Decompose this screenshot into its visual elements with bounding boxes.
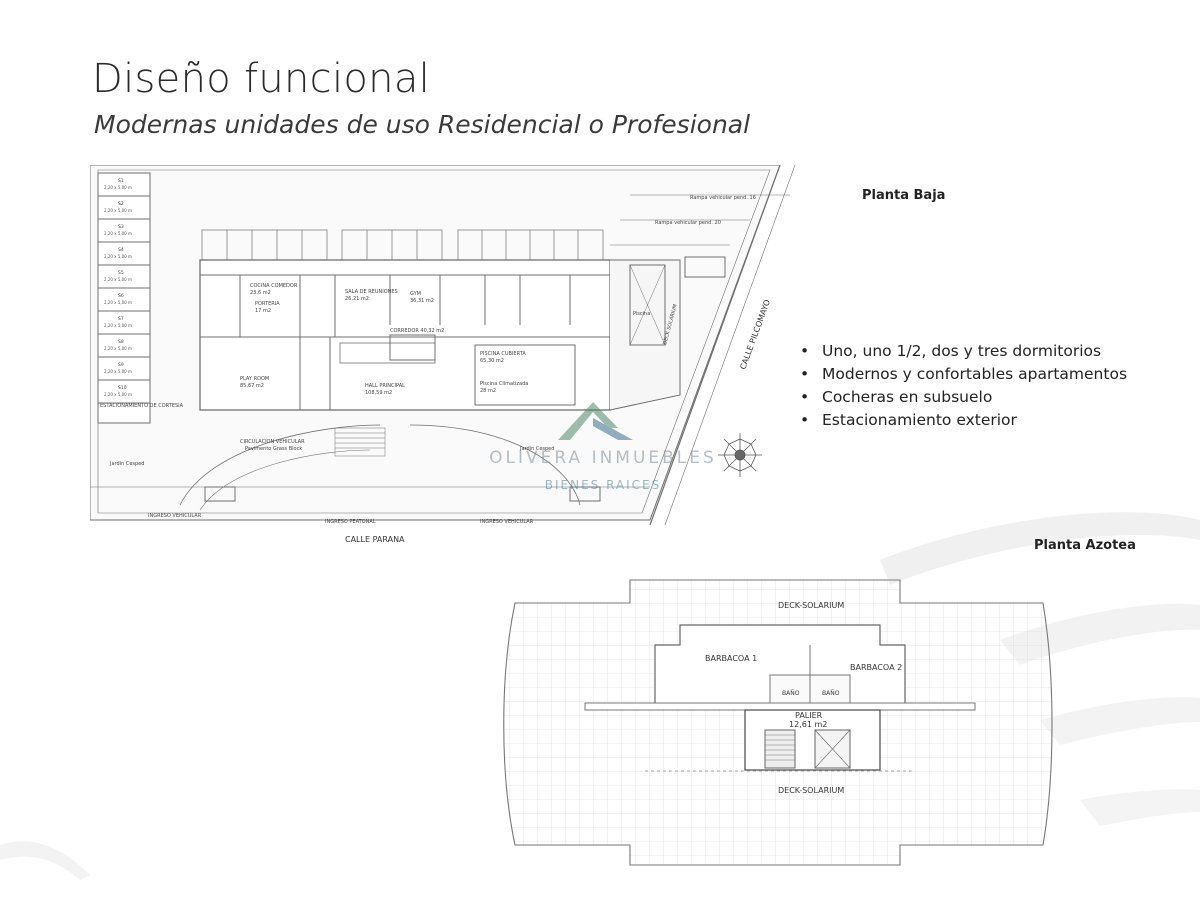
piscina-climatizada-label: Piscina Climatizada (480, 381, 528, 387)
rampa-label: Rampa vehicular pend. 16 (690, 195, 756, 201)
planta-azotea-label: Planta Azotea (1034, 538, 1136, 553)
jardin-left-label: Jardin Cesped (109, 461, 144, 467)
ingreso-vehicular-right: INGRESO VEHICULAR (480, 519, 534, 525)
page-subtitle: Modernas unidades de uso Residencial o P… (94, 110, 751, 139)
gym-area: 36,31 m2 (410, 298, 434, 304)
porteria-area: 17 m2 (255, 308, 271, 314)
play-room-area: 85,67 m2 (240, 383, 264, 389)
parking-space-label: S5 (118, 270, 124, 276)
ingreso-peatonal-label: INGRESO PEATONAL (325, 519, 376, 525)
parking-space-size: 2,20 x 5,00 m (104, 231, 132, 236)
parking-space-size: 2,20 x 5,00 m (104, 346, 132, 351)
parking-space-label: S2 (118, 201, 124, 207)
barbacoa2-label: BARBACOA 2 (850, 663, 902, 672)
parking-space-label: S4 (118, 247, 124, 253)
sala-label: SALA DE REUNIONES (345, 289, 398, 295)
porteria-label: PORTERIA (255, 301, 280, 307)
parking-space-label: S9 (118, 362, 124, 368)
parking-space-label: S8 (118, 339, 124, 345)
feature-item: •Cocheras en subsuelo (800, 388, 993, 406)
parking-space-size: 2,20 x 5,00 m (104, 277, 132, 282)
parking-space-size: 2,20 x 5,00 m (104, 300, 132, 305)
piscina-label: Piscina (633, 311, 650, 317)
cocina-label: COCINA COMEDOR (250, 283, 298, 289)
hall-area: 108,59 m2 (365, 390, 392, 396)
parking-space-size: 2,20 x 5,00 m (104, 369, 132, 374)
ingreso-vehicular-left: INGRESO VEHICULAR (148, 513, 202, 519)
bano2-label: BAÑO (822, 690, 840, 697)
parking-space-size: 2,20 x 5,00 m (104, 254, 132, 259)
parking-space-label: S1 (118, 178, 124, 184)
jardin-label: Jardin Cesped (519, 446, 554, 452)
parking-space (97, 379, 151, 404)
top-parking-bays (201, 229, 604, 261)
feature-text: Uno, uno 1/2, dos y tres dormitorios (822, 342, 1102, 360)
feature-item: •Estacionamiento exterior (800, 411, 1017, 429)
parking-space-size: 2,20 x 5,00 m (104, 392, 132, 397)
palier-area: 12,61 m2 (789, 720, 827, 729)
parking-space-size: 2,20 x 5,00 m (104, 323, 132, 328)
watermark-name: OLIVERA INMUEBLES (489, 448, 717, 468)
palier-label: PALIER (795, 711, 823, 720)
planta-azotea-plan: DECK-SOLARIUM DECK-SOLARIUM BARBACOA 1 B… (503, 579, 1053, 866)
piscina-cubierta-area: 65,30 m2 (480, 358, 504, 364)
planta-baja-label: Planta Baja (862, 188, 946, 203)
estacionamiento-label: ESTACIONAMIENTO DE CORTESIA (100, 403, 184, 409)
play-room-label: PLAY ROOM (240, 376, 269, 382)
pavimento-label: Pavimento Grass Block (245, 446, 302, 452)
feature-text: Modernos y confortables apartamentos (822, 365, 1128, 383)
deck-bottom-label: DECK-SOLARIUM (778, 786, 844, 795)
barbacoa1-label: BARBACOA 1 (705, 654, 757, 663)
parking-space-size: 2,20 x 5,00 m (104, 208, 132, 213)
piscina-climatizada-area: 28 m2 (480, 388, 496, 394)
cocina-area: 23,6 m2 (250, 290, 271, 296)
parking-space-label: S6 (118, 293, 124, 299)
parking-space-label: S10 (118, 385, 127, 391)
parking-space-size: 2,20 x 5,00 m (104, 185, 132, 190)
watermark-tagline: BIENES RAICES (544, 478, 662, 492)
deck-top-label: DECK-SOLARIUM (778, 601, 844, 610)
corredor-label: CORREDOR 40,32 m2 (390, 328, 444, 334)
rampa2-label: Rampa vehicular pend. 20 (655, 220, 721, 226)
parking-space-label: S3 (118, 224, 124, 230)
feature-item: •Modernos y confortables apartamentos (800, 365, 1128, 383)
feature-text: Cocheras en subsuelo (822, 388, 993, 406)
sala-area: 26,21 m2 (345, 296, 369, 302)
feature-list: •Uno, uno 1/2, dos y tres dormitorios •M… (800, 340, 1127, 432)
page-title: Diseño funcional (92, 56, 431, 102)
feature-text: Estacionamiento exterior (822, 411, 1017, 429)
circulacion-label: CIRCULACION VEHICULAR (240, 439, 305, 445)
house-logo-icon (558, 402, 633, 440)
feature-item: •Uno, uno 1/2, dos y tres dormitorios (800, 342, 1102, 360)
hall-label: HALL PRINCIPAL (365, 383, 405, 389)
gym-label: GYM (410, 291, 421, 297)
watermark: OLIVERA INMUEBLES BIENES RAICES (458, 398, 748, 498)
bano1-label: BAÑO (782, 690, 800, 697)
calle-parana-label: CALLE PARANA (345, 535, 405, 544)
calle-pilcomayo-label: CALLE PILCOMAYO (738, 298, 772, 370)
compass-icon (718, 433, 762, 477)
piscina-cubierta-label: PISCINA CUBIERTA (480, 351, 526, 357)
parking-space-label: S7 (118, 316, 124, 322)
